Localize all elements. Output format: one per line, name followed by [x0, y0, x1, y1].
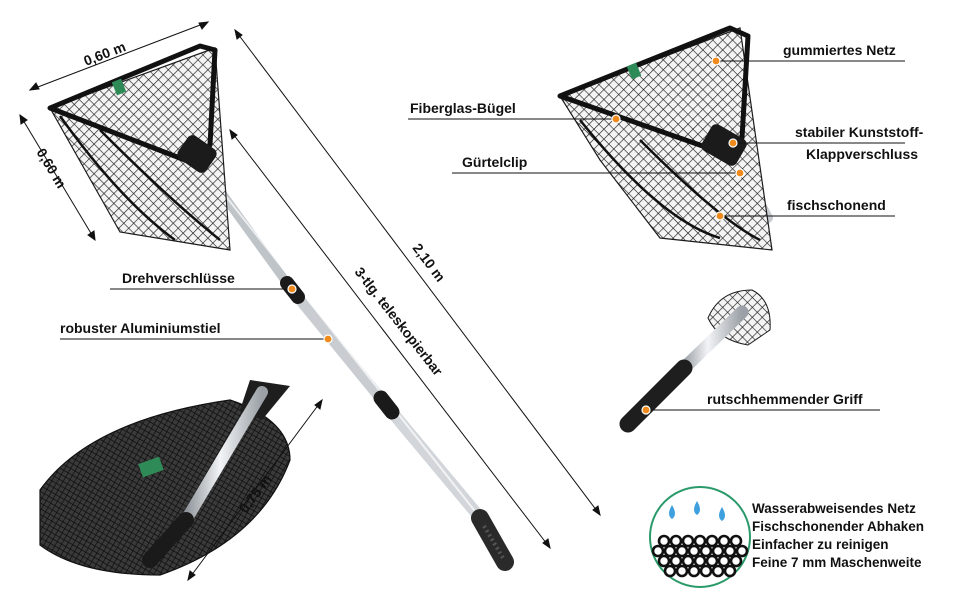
water-drop-icon	[669, 501, 725, 521]
callout-markers	[287, 56, 745, 415]
label-twist-locks: Drehverschlüsse	[122, 270, 235, 286]
label-rubber-net: gummiertes Netz	[783, 42, 896, 58]
main-landing-net	[47, 43, 514, 571]
label-folding-lock-2: Klappverschluss	[806, 146, 918, 162]
net-bag	[49, 47, 231, 251]
marker-fish-friendly	[715, 211, 725, 221]
detail-frame	[557, 25, 751, 153]
folded-brand-tag	[138, 456, 164, 478]
detail-hub	[701, 124, 747, 166]
twist-lock-2	[373, 390, 400, 420]
feature-badge	[649, 486, 751, 588]
marker-fiberglass	[611, 114, 621, 124]
brand-tag	[111, 78, 127, 96]
label-belt-clip: Gürtelclip	[462, 154, 527, 170]
dim-top-width: 0,60 m	[81, 38, 127, 69]
label-fish-friendly: fischschonend	[787, 197, 886, 213]
folded-pole	[180, 386, 268, 526]
feature-item: Fischschonender Abhaken	[752, 519, 925, 534]
dim-telescopic: 3-tlg. teleskopierbar	[352, 264, 447, 379]
grip-handle	[619, 359, 693, 433]
feature-list: Wasserabweisendes Netz Fischschonender A…	[752, 500, 967, 572]
arrow-side-depth	[19, 114, 96, 241]
label-fiberglass: Fiberglas-Bügel	[410, 100, 516, 116]
net-frame	[47, 43, 218, 163]
pole-segment-2	[286, 284, 392, 411]
marker-folding-lock	[728, 138, 738, 148]
marker-belt-clip	[735, 168, 745, 178]
detail-brand-tag	[626, 62, 642, 80]
marker-twist-locks	[287, 284, 297, 294]
folded-landing-net	[39, 380, 291, 576]
marker-grip	[641, 405, 651, 415]
detail-landing-net	[557, 25, 773, 251]
detail-net-bag	[559, 27, 773, 251]
arrow-telescopic	[229, 129, 551, 549]
folded-grip	[142, 512, 194, 568]
arrow-folded-length	[187, 399, 323, 581]
feature-item: Einfacher zu reinigen	[752, 537, 889, 552]
feature-item: Feine 7 mm Maschenweite	[752, 555, 922, 570]
grip-pole	[673, 305, 749, 379]
arrow-total-length	[234, 29, 601, 516]
label-aluminium-handle: robuster Aluminiumstiel	[60, 320, 221, 336]
grip-detail	[619, 289, 771, 433]
marker-rubber-net	[711, 56, 721, 66]
marker-aluminium-handle	[323, 334, 333, 344]
dimension-arrows	[19, 21, 601, 582]
arrow-top-width	[29, 21, 209, 91]
label-grip: rutschhemmender Griff	[707, 391, 863, 407]
folding-hub	[177, 135, 217, 173]
callout-lines	[60, 60, 905, 411]
feature-item: Wasserabweisendes Netz	[752, 501, 916, 516]
mesh-icon	[651, 534, 749, 578]
dim-total-length: 2,10 m	[410, 240, 449, 284]
dim-side-depth: 0,60 m	[33, 145, 69, 191]
label-folding-lock-1: stabiler Kunststoff-	[795, 124, 924, 140]
